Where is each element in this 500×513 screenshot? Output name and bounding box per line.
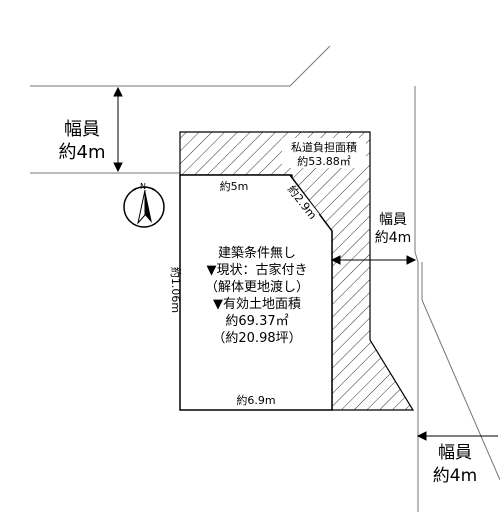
lot-outline: [179, 174, 333, 411]
private-road-label: 私道負担面積 約53.88㎡: [282, 138, 366, 168]
road-width-right-line1: 幅員: [379, 212, 407, 228]
lot-info-line4: ▼有効土地面積: [213, 297, 301, 312]
road-width-right-line2: 約4m: [375, 230, 412, 246]
road-line-right-inner: [421, 262, 500, 481]
lot-info-line6: （約20.98坪）: [212, 331, 301, 346]
road-line-top-north: [30, 45, 331, 87]
road-width-arrow-top-left: [113, 86, 123, 173]
north-arrow: N: [123, 182, 165, 228]
dimension-top: 約5m: [220, 179, 249, 193]
road-width-arrow-bottom-right: [416, 431, 498, 441]
road-width-bottom-right-line2: 約4m: [433, 466, 477, 486]
lot-info-line2: ▼現状：古家付き: [207, 262, 308, 278]
north-label: N: [140, 182, 146, 191]
road-width-top-left-line2: 約4m: [59, 142, 106, 163]
road-width-top-left-line1: 幅員: [64, 119, 100, 140]
private-road-area-value: 約53.88㎡: [297, 154, 351, 168]
road-width-arrow-right: [330, 255, 417, 265]
lot-info-line3: （解体更地渡し）: [205, 279, 309, 295]
lot-info-line1: 建築条件無し: [218, 245, 296, 261]
lot-info-line5: 約69.37㎡: [225, 314, 288, 329]
road-line-right-outer: [414, 86, 419, 512]
dimension-bottom: 約6.9m: [236, 393, 275, 407]
road-width-bottom-right-line1: 幅員: [438, 443, 472, 463]
dimension-left: 約1.06m: [169, 267, 183, 313]
north-arrow-right-half: [145, 190, 152, 223]
private-road-title: 私道負担面積: [291, 140, 357, 154]
